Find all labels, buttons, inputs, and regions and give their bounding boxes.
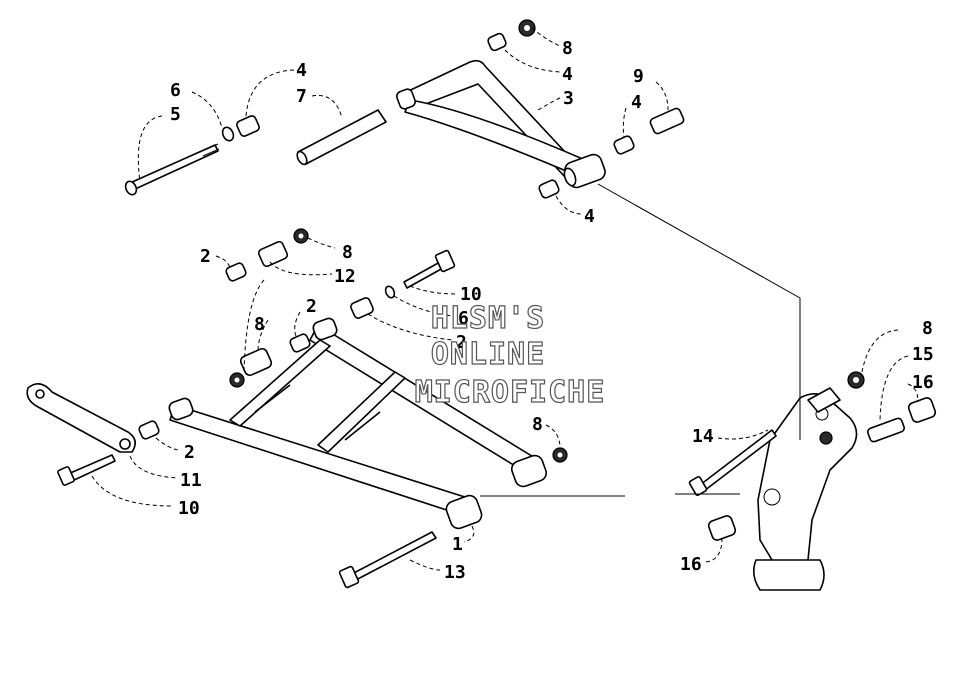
callout-12: 12	[334, 266, 356, 287]
callout-6: 6	[170, 80, 181, 101]
connector-line	[597, 183, 801, 440]
watermark-line-3: MICROFICHE	[415, 375, 606, 410]
callout-8: 8	[254, 314, 265, 335]
callout-15: 15	[912, 344, 934, 365]
callout-13: 13	[444, 562, 466, 583]
nut-icon	[518, 19, 536, 37]
callout-9: 9	[633, 66, 644, 87]
callout-10: 10	[178, 498, 200, 519]
callout-3: 3	[563, 88, 574, 109]
leader-lines	[91, 27, 919, 571]
callout-14: 14	[692, 426, 714, 447]
nut-icon	[552, 447, 568, 463]
callout-1: 1	[452, 534, 463, 555]
callout-11: 11	[180, 470, 202, 491]
nut-icon	[293, 228, 309, 244]
callout-8: 8	[342, 242, 353, 263]
callout-2: 2	[306, 296, 317, 317]
watermark-line-2: ONLINE	[431, 337, 545, 372]
lower-hardware	[26, 228, 568, 589]
callout-4: 4	[296, 60, 307, 81]
callout-16: 16	[912, 372, 934, 393]
callout-4: 4	[584, 206, 595, 227]
callout-8: 8	[922, 318, 933, 339]
callout-16: 16	[680, 554, 702, 575]
callout-6: 6	[458, 308, 469, 329]
lower-a-arm	[168, 317, 548, 530]
callout-2: 2	[184, 442, 195, 463]
connector-line	[480, 493, 740, 497]
watermark: HLSM'S ONLINE MICROFICHE	[414, 300, 606, 410]
callout-4: 4	[631, 92, 642, 113]
upper-a-arm	[396, 59, 606, 189]
callout-8: 8	[562, 38, 573, 59]
callout-labels: 8 4 3 9 4 4 6 5 4 7 2 8 12 10 6 2 8 2 2 …	[170, 38, 934, 583]
spindle	[688, 371, 937, 591]
callout-10: 10	[460, 284, 482, 305]
callout-5: 5	[170, 104, 181, 125]
nut-icon	[847, 371, 865, 389]
callout-4: 4	[562, 64, 573, 85]
callout-2: 2	[200, 246, 211, 267]
callout-2: 2	[456, 332, 467, 353]
callout-7: 7	[296, 86, 307, 107]
watermark-line-1: HLSM'S	[431, 301, 545, 336]
nut-icon	[229, 372, 245, 388]
callout-8: 8	[532, 414, 543, 435]
upper-hardware	[124, 19, 685, 199]
